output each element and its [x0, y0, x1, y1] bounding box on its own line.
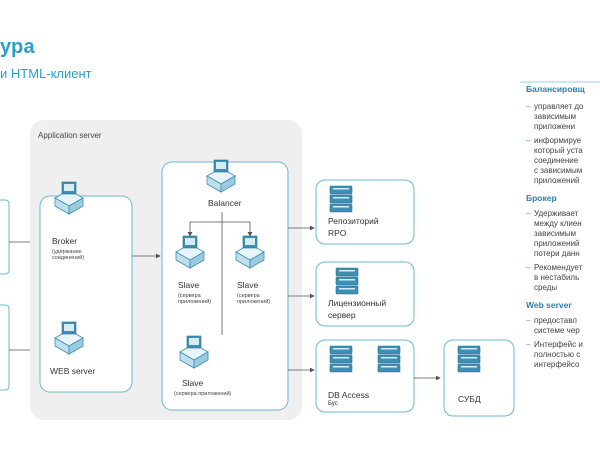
bullet-line: соединение — [534, 156, 579, 165]
balancer-label: Balancer — [208, 198, 242, 208]
bullet-line: с зависимым — [534, 166, 583, 175]
bullet-line: приложений — [534, 239, 580, 248]
sidebar-bullet: – информируе который уста соединение с з… — [526, 136, 600, 186]
db-access-sublabel: Бус — [328, 401, 338, 407]
db-access-icon-1 — [329, 345, 353, 373]
slave1-sublabel: (сервера приложений) — [178, 293, 212, 305]
db-access-label: DB Access — [328, 390, 370, 400]
bullet-line: в нестабиль — [534, 273, 580, 282]
bullet-line: предоставл — [534, 316, 577, 325]
bullet-line: Рекомендует — [534, 263, 583, 272]
repository-db-icon — [329, 185, 353, 213]
bullet-line: системе чер — [534, 326, 580, 335]
bullet-line: между клиен — [534, 219, 582, 228]
slave3-label: Slave — [182, 378, 204, 388]
bullet-line: среды — [534, 283, 558, 292]
bullet-line: полностью с — [534, 350, 581, 359]
repository-label: Репозиторий — [328, 216, 379, 226]
application-server-label: Application server — [38, 131, 102, 140]
sidebar-heading-web-server: Web server — [526, 300, 572, 310]
broker-web-box — [39, 195, 133, 393]
bullet-line: зависимым — [534, 112, 577, 121]
bullet-line: интерфейсо — [534, 360, 580, 369]
page-title: ура — [0, 36, 35, 58]
client-box-top — [0, 199, 10, 275]
bullet-line: зависимым — [534, 229, 577, 238]
web-server-label: WEB server — [50, 366, 96, 376]
client-box-bottom — [0, 304, 10, 391]
sidebar-bullet: – предоставл системе чер — [526, 316, 600, 336]
slave1-label: Slave — [178, 280, 200, 290]
slave3-sublabel: (сервера приложений) — [174, 391, 232, 397]
license-label: Лицензионный — [328, 298, 387, 308]
license-db-icon — [335, 267, 359, 295]
slave2-sublabel: (сервера приложений) — [237, 293, 271, 305]
bullet-line: информируе — [534, 136, 582, 145]
db-access-icon-2 — [377, 345, 401, 373]
bullet-line: который уста — [534, 146, 583, 155]
page-subtitle: и HTML-клиент — [0, 66, 92, 81]
bullet-line: потери данн — [534, 249, 580, 258]
sidebar-bullet: – Рекомендует в нестабиль среды — [526, 263, 600, 293]
broker-label: Broker — [52, 236, 78, 246]
repository-sublabel: RPO — [328, 228, 347, 238]
dbms-db-icon — [457, 345, 481, 373]
broker-sublabel: (удержание соединений) — [52, 249, 85, 261]
bullet-line: приложени — [534, 122, 576, 131]
dbms-label: СУБД — [458, 394, 481, 404]
license-sublabel: сервер — [328, 310, 356, 320]
sidebar-bullet: – управляет до зависимым приложени — [526, 102, 600, 132]
bullet-line: приложений — [534, 176, 580, 185]
sidebar: Балансировщ – управляет до зависимым при… — [526, 84, 600, 370]
sidebar-bullet: – Интерфейс и полностью с интерфейсо — [526, 340, 600, 370]
bullet-line: Интерфейс и — [534, 340, 583, 349]
slave2-label: Slave — [237, 280, 259, 290]
sidebar-heading-broker: Брокер — [526, 193, 557, 203]
sidebar-heading-balancer: Балансировщ — [526, 84, 585, 94]
sidebar-bullet: – Удерживает между клиен зависимым прило… — [526, 209, 600, 259]
bullet-line: управляет до — [534, 102, 584, 111]
bullet-line: Удерживает — [534, 209, 579, 218]
